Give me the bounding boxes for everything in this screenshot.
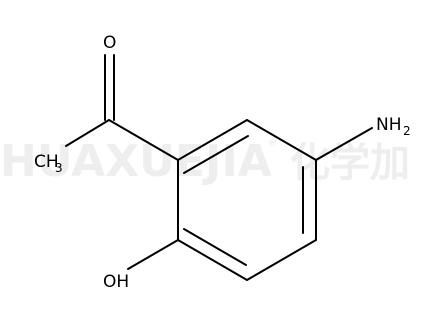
atom-methyl: CH <box>34 152 59 172</box>
bond-ring-1-2 <box>177 119 248 161</box>
watermark-chinese: 化学加 <box>290 140 410 186</box>
bond-ring-5-6-inner <box>183 228 247 266</box>
bond-c-ring <box>108 119 179 161</box>
atom-amine-subscript: 2 <box>403 124 411 138</box>
watermark: HUAXUEJIA ® 化学加 <box>0 136 410 187</box>
atom-hydroxyl: OH <box>103 272 129 292</box>
bond-ring-2-3 <box>246 119 317 161</box>
watermark-registered: ® <box>268 139 277 149</box>
atom-methyl-subscript: 3 <box>55 161 63 175</box>
watermark-latin: HUAXUEJIA <box>0 136 272 187</box>
bond-ring-5-6 <box>177 239 248 281</box>
atom-oxygen-carbonyl: O <box>103 33 116 53</box>
bond-ring-1-2-inner <box>183 135 249 174</box>
bonds <box>65 54 373 281</box>
bond-ring-oh <box>127 239 179 270</box>
bond-ring-nh2 <box>315 127 373 161</box>
atom-amine: NH <box>376 115 402 135</box>
atom-labels: O CH 3 NH 2 OH <box>34 33 411 292</box>
bond-c-ch3 <box>65 119 110 147</box>
bond-ring-4-5 <box>246 239 317 281</box>
